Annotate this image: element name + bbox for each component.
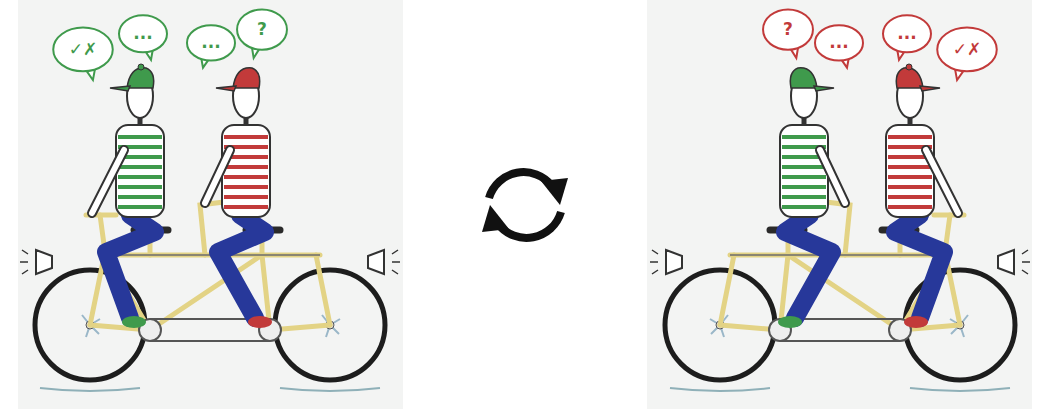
bubble-text: ... [201,32,220,52]
bubble-body [763,9,813,49]
speech-bubble: ? [236,8,288,56]
bubble-text: ... [133,23,152,43]
speech-bubble: ✓✗ [52,26,114,78]
bubble-text: ? [257,19,267,39]
speech-bubble: ... [882,14,932,58]
bubble-body [187,25,235,60]
bubble-text: ✓✗ [69,39,98,59]
bubble-body [937,28,997,72]
bubble-text: ... [897,23,916,43]
speech-bubble: ... [118,14,168,58]
bubble-body [883,15,931,52]
bubble-body [815,25,863,60]
bubble-body [119,15,167,52]
speech-bubble: ? [762,8,814,56]
right-tandem [647,0,1032,409]
bubble-text: ... [829,32,848,52]
bubble-body [53,28,113,72]
speech-bubble: ... [186,24,236,66]
speech-bubble: ✓✗ [936,26,998,78]
swap-arrows [482,172,568,238]
bubble-body [237,9,287,49]
left-tandem [18,0,403,409]
speech-bubble: ... [814,24,864,66]
bubble-text: ? [783,19,793,39]
bubble-text: ✓✗ [953,39,982,59]
